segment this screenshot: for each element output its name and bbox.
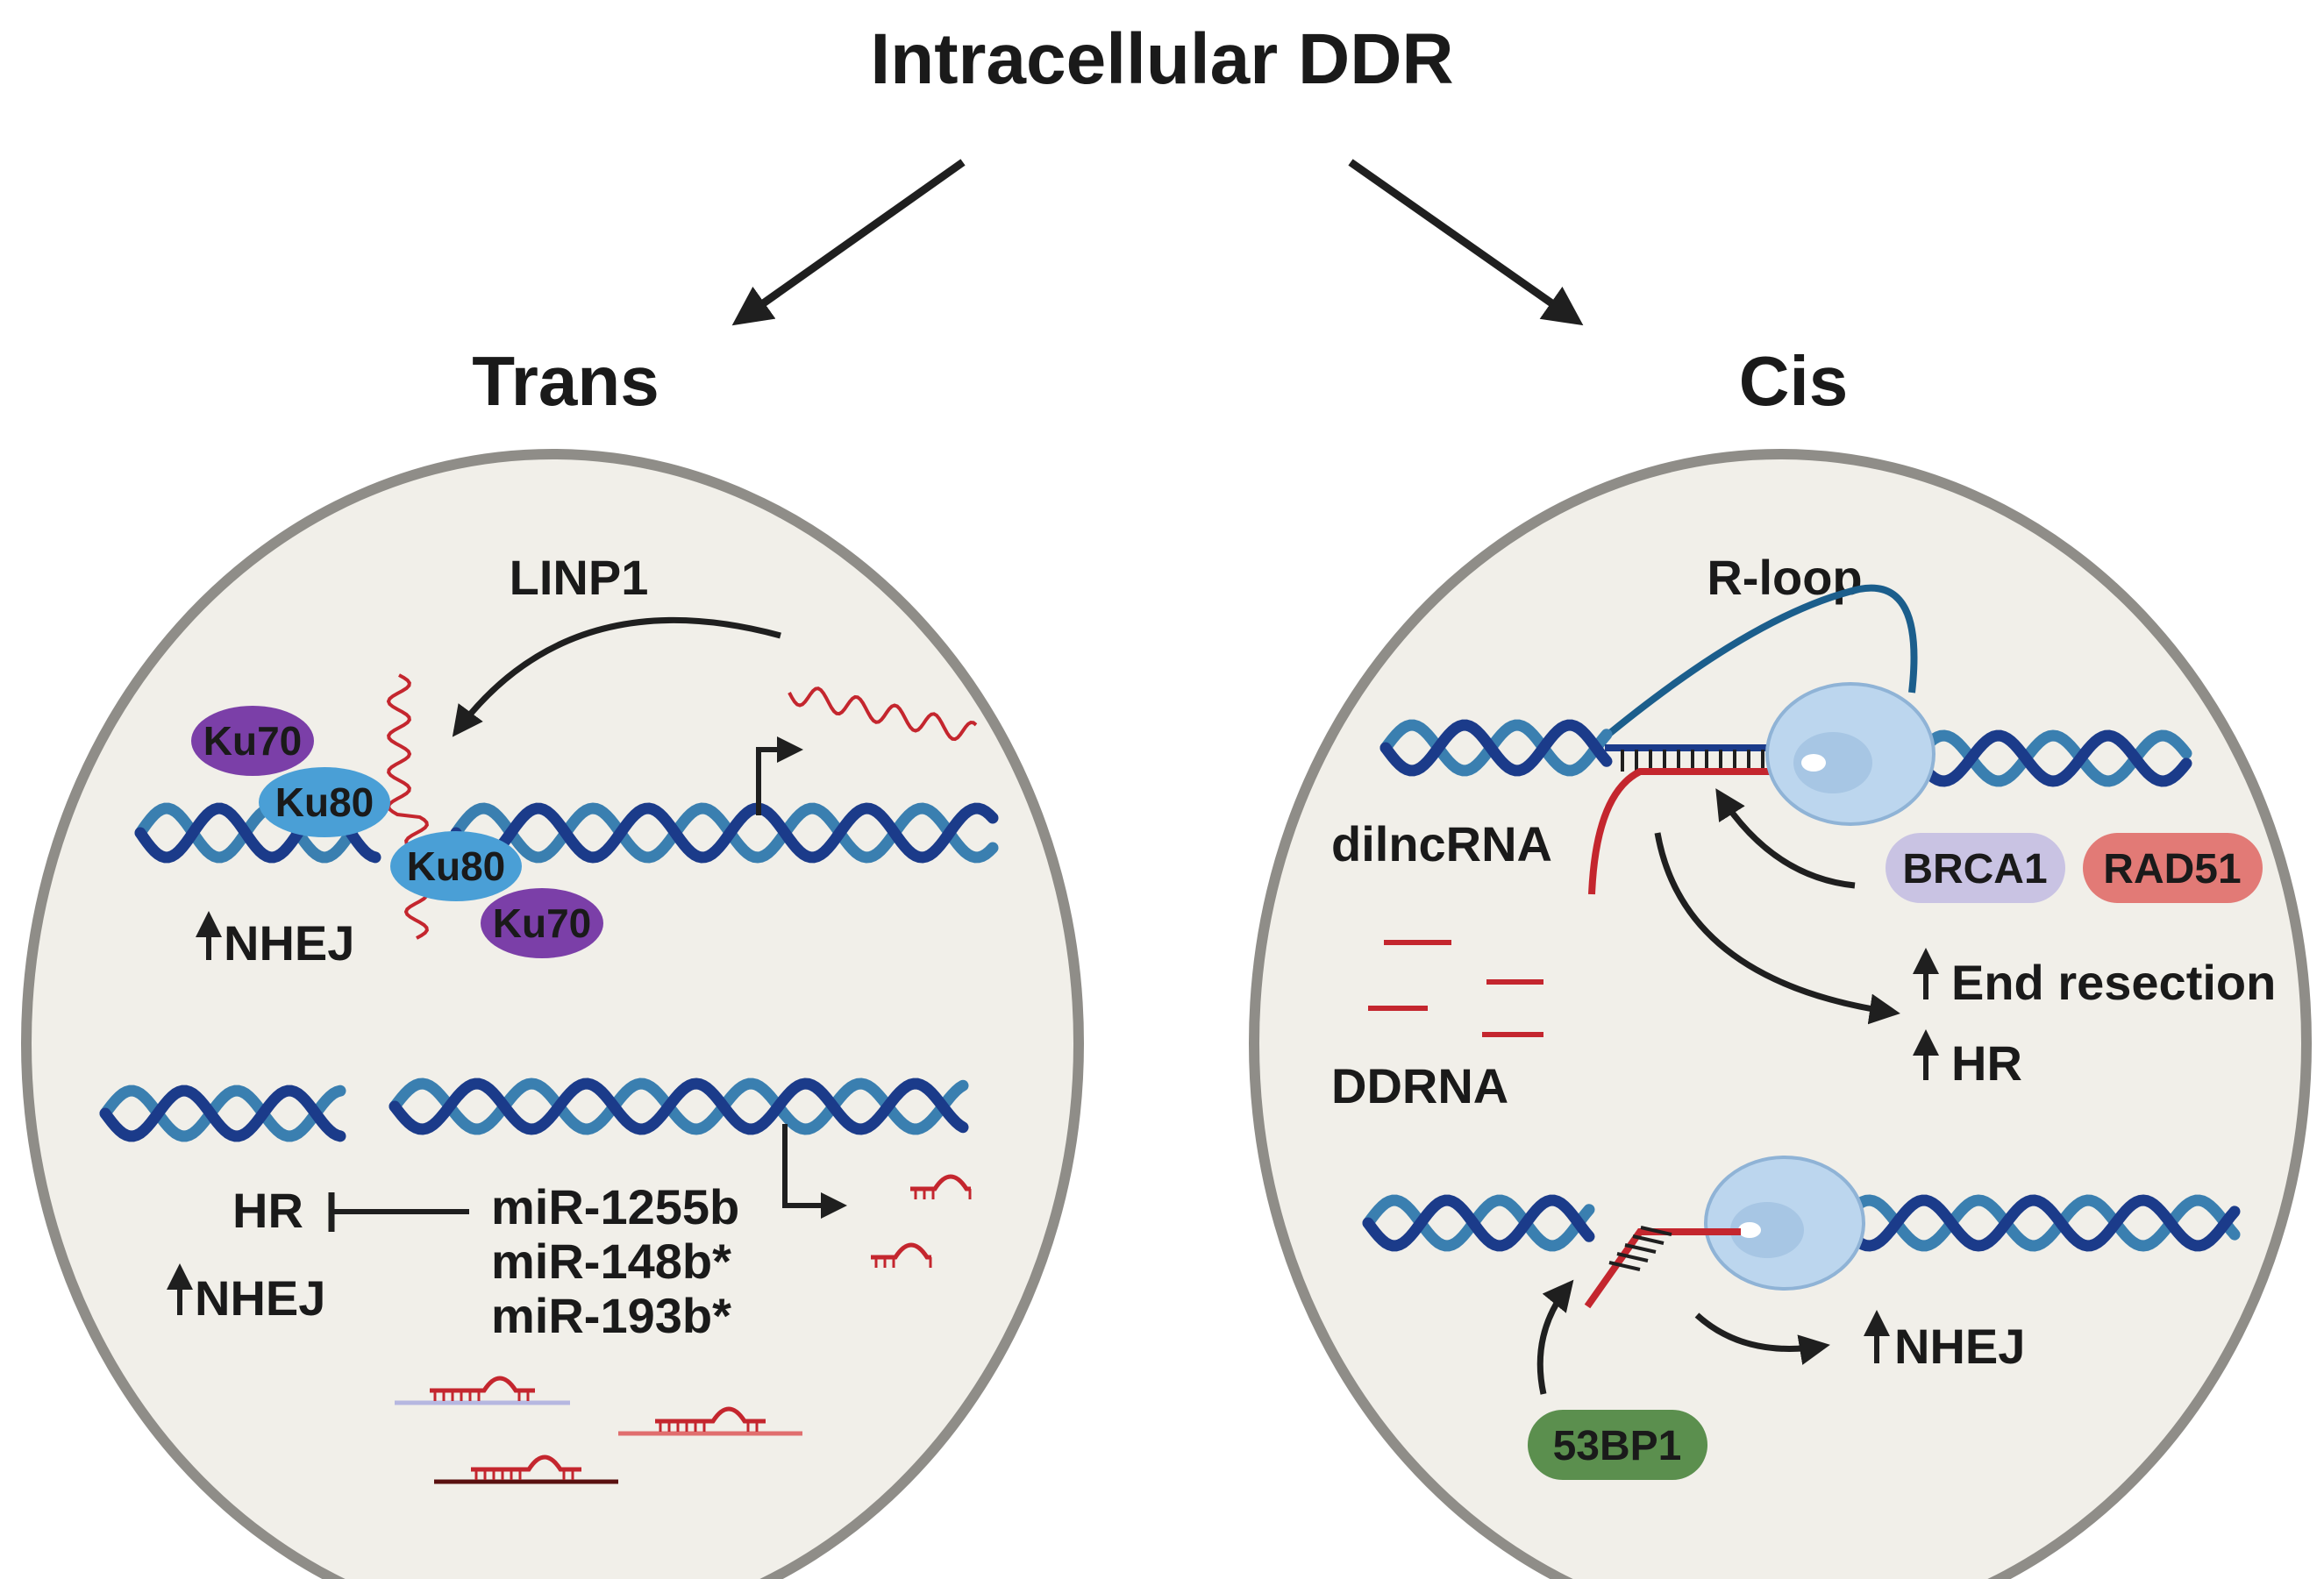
short-rna-rungs [1608, 1226, 1672, 1271]
outcome-arrow-hr [1654, 832, 1900, 1025]
mirna-target-complex [395, 1376, 570, 1405]
end-resection-label: End resection [1951, 955, 2276, 1010]
hr-label-trans: HR [232, 1183, 303, 1238]
cis-cell [1249, 449, 2312, 1579]
trans-heading: Trans [472, 342, 659, 420]
transcription-arrow-mirna [782, 1124, 847, 1219]
ku80-protein-bottom [390, 831, 522, 901]
dilncrna-strand [1588, 768, 1807, 895]
ku80-label-top: Ku80 [275, 779, 374, 825]
arrow-to-trans [731, 159, 966, 326]
ddrna-label: DDRNA [1331, 1058, 1508, 1113]
mirna-label: miR-1255b [491, 1179, 739, 1234]
rad51-protein [2083, 833, 2263, 903]
mirna-label: miR-148b* [491, 1234, 731, 1289]
lncrna-linp1 [788, 686, 978, 742]
dna-helix-cis-left [1379, 719, 1613, 777]
trans-cell [21, 449, 1084, 1579]
dna-helix-cis-bottom-left [1362, 1194, 1595, 1252]
rna-polymerase-icon [1765, 682, 1935, 826]
rna-polymerase-icon [1704, 1156, 1865, 1291]
nhej-label-trans-top: NHEJ [224, 915, 354, 971]
ku80-label-bottom: Ku80 [407, 843, 505, 889]
dna-helix-trans-bottom-right [389, 1078, 969, 1135]
dna-helix-trans-bottom-left [99, 1085, 346, 1142]
dna-helix-cis-right [1910, 729, 2192, 787]
outcome-arrow-nhej [1694, 1312, 1830, 1365]
mirna-hairpin [871, 1242, 932, 1268]
53bp1-protein [1528, 1410, 1707, 1480]
transcription-arrow-trans [756, 736, 803, 815]
nhej-label-cis: NHEJ [1894, 1319, 2025, 1374]
short-rna-duplex [1584, 1228, 1741, 1309]
ddrna-fragments [1368, 940, 1543, 1037]
ku70-label-bottom: Ku70 [493, 900, 591, 946]
rloop-strand [1598, 584, 1918, 744]
ku70-protein-bottom [481, 888, 603, 958]
dna-helix-cis-bottom-right [1836, 1194, 2241, 1252]
brca1-label: BRCA1 [1902, 846, 2047, 893]
diagram-title: Intracellular DDR [870, 19, 1453, 99]
arrow-to-cis [1348, 159, 1584, 326]
recruitment-arrow-brca1 [1715, 788, 1856, 889]
linp1-arrow [452, 616, 781, 737]
recruitment-arrow-53bp1 [1536, 1279, 1574, 1395]
mirna-target-complex [618, 1406, 802, 1436]
brca1-protein [1886, 833, 2065, 903]
mirna-label: miR-193b* [491, 1288, 731, 1343]
dilncrna-label: dilncRNA [1331, 816, 1552, 871]
53bp1-label: 53BP1 [1553, 1423, 1682, 1469]
rad51-label: RAD51 [2103, 846, 2241, 893]
linp1-label: LINP1 [510, 550, 649, 605]
cis-heading: Cis [1739, 342, 1849, 420]
ku70-label-top: Ku70 [203, 718, 302, 764]
mirna-target-complex [434, 1455, 618, 1484]
nhej-label-trans-bottom: NHEJ [195, 1270, 325, 1326]
ku70-protein-top [191, 706, 314, 776]
mirna-hairpin [910, 1174, 972, 1199]
ku80-protein-top [259, 767, 390, 837]
hr-label-cis: HR [1951, 1035, 2022, 1091]
dna-helix-trans-right [450, 802, 999, 864]
